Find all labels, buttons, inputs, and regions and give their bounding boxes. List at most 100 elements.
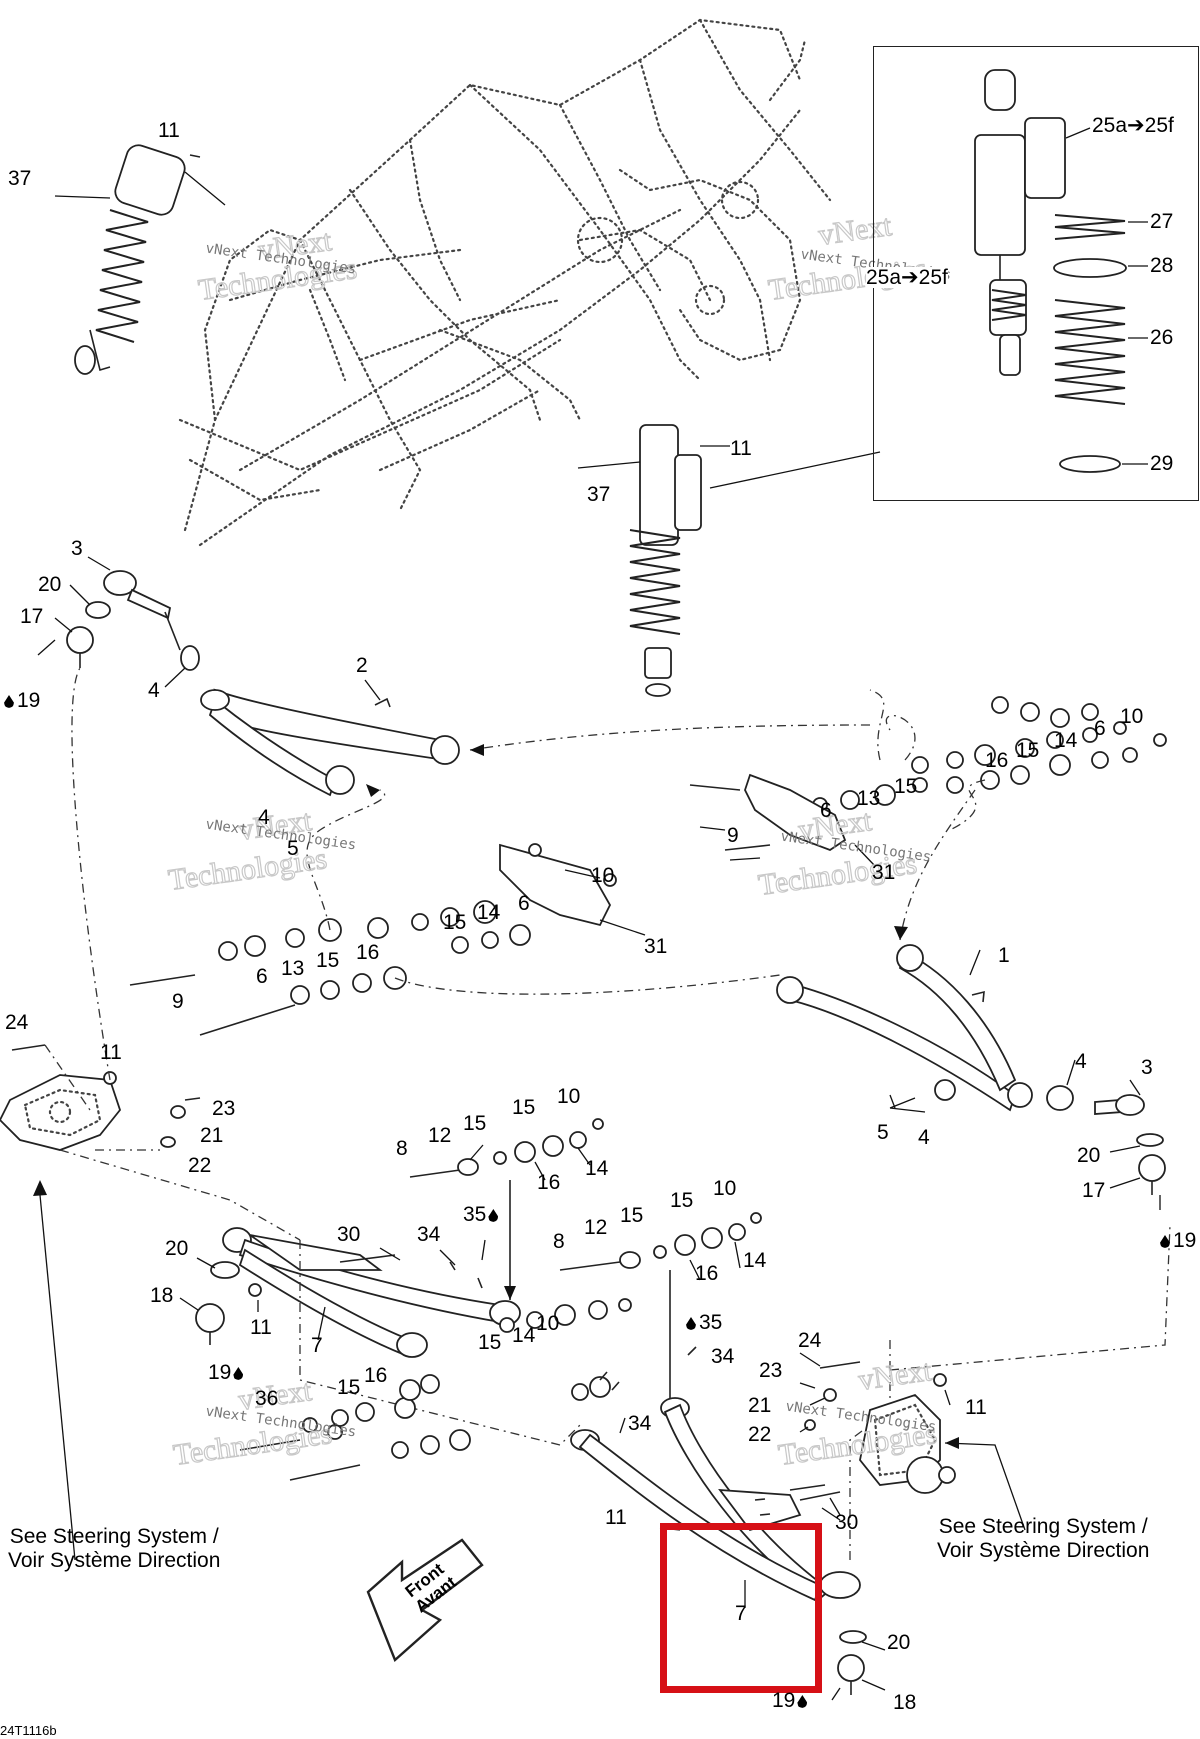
- callout-6: 6: [820, 799, 832, 822]
- callout-11: 11: [965, 1396, 987, 1419]
- callout-22: 22: [188, 1154, 212, 1177]
- callout-11: 11: [605, 1506, 627, 1529]
- callout-22: 22: [748, 1423, 772, 1446]
- callout-12: 12: [428, 1124, 452, 1147]
- callout-14: 14: [743, 1249, 767, 1272]
- callout-14: 14: [512, 1324, 536, 1347]
- callout-16: 16: [695, 1262, 719, 1285]
- front-direction-arrow: [366, 1538, 484, 1663]
- highlight-box-part-7[interactable]: [660, 1523, 822, 1693]
- callout-6: 6: [518, 892, 530, 915]
- steering-knuckle-left: [0, 667, 301, 1561]
- grease-drop-icon: [1160, 1235, 1170, 1248]
- callout-13: 13: [857, 787, 881, 810]
- callout-14: 14: [477, 901, 501, 924]
- figure-code: 24T1116b: [0, 1723, 57, 1738]
- callout-5: 5: [287, 837, 299, 860]
- callout-12: 12: [584, 1216, 608, 1239]
- grease-drop-icon: [488, 1209, 499, 1222]
- callout-14: 14: [585, 1157, 609, 1180]
- callout-27: 27: [1150, 210, 1174, 233]
- callout-11: 11: [100, 1041, 122, 1064]
- callout-36: 36: [255, 1387, 279, 1410]
- callout-7: 7: [311, 1334, 323, 1357]
- callout-26: 26: [1150, 326, 1174, 349]
- callout-16: 16: [537, 1171, 561, 1194]
- callout-4: 4: [258, 806, 270, 829]
- callout-6: 6: [1094, 717, 1106, 740]
- bushing-stack-lower-front: [409, 1118, 762, 1425]
- callout-15: 15: [337, 1376, 361, 1399]
- callout-24: 24: [5, 1011, 29, 1034]
- callout-31: 31: [872, 861, 896, 884]
- callout-37: 37: [587, 483, 611, 506]
- steering-knuckle-right: [789, 1352, 1026, 1531]
- callout-2: 2: [356, 654, 368, 677]
- callout-9: 9: [172, 990, 184, 1013]
- grease-drop-icon: [797, 1695, 808, 1708]
- callout-16: 16: [364, 1364, 388, 1387]
- shock-absorber-center: [577, 424, 881, 697]
- callout-15: 15: [512, 1096, 536, 1119]
- callout-4: 4: [1075, 1050, 1087, 1073]
- callout-34: 34: [417, 1223, 441, 1246]
- callout-30: 30: [835, 1511, 859, 1534]
- callout-8: 8: [553, 1230, 565, 1253]
- callout-18: 18: [893, 1691, 917, 1714]
- callout-23: 23: [212, 1097, 236, 1120]
- callout-11: 11: [730, 437, 752, 460]
- callout-8: 8: [396, 1137, 408, 1160]
- callout-10: 10: [536, 1312, 560, 1335]
- vehicle-frame: [178, 18, 832, 547]
- callout-19: 19: [772, 1690, 810, 1711]
- callout-21: 21: [748, 1394, 772, 1417]
- callout-19: 19: [208, 1362, 246, 1383]
- callout-1: 1: [998, 944, 1010, 967]
- callout-6: 6: [256, 965, 268, 988]
- inset-shock-detail: [974, 69, 1148, 473]
- grease-drop-icon: [686, 1317, 696, 1330]
- callout-10: 10: [713, 1177, 737, 1200]
- bushing-stack-left-upper: [129, 789, 781, 1036]
- callout-10: 10: [591, 864, 615, 887]
- callout-3: 3: [1141, 1056, 1153, 1079]
- callout-35: 35: [686, 1312, 722, 1333]
- bushing-stack-lower-rear: [239, 1298, 632, 1481]
- callout-29: 29: [1150, 452, 1174, 475]
- callout-17: 17: [20, 605, 44, 628]
- callout-31: 31: [644, 935, 668, 958]
- callout-20: 20: [887, 1631, 911, 1654]
- callout-4: 4: [918, 1126, 930, 1149]
- callout-7: 7: [735, 1602, 747, 1625]
- callout-21: 21: [200, 1124, 224, 1147]
- callout-4: 4: [148, 679, 160, 702]
- callout-15: 15: [894, 775, 918, 798]
- upper-a-arm-right: [366, 689, 1167, 1210]
- steering-system-note-right: See Steering System / Voir Système Direc…: [937, 1515, 1150, 1563]
- callout-16: 16: [985, 749, 1009, 772]
- callout-35: 35: [463, 1204, 501, 1225]
- callout-24: 24: [798, 1329, 822, 1352]
- svg-text:Technologies: Technologies: [166, 842, 329, 897]
- steering-system-note-left: See Steering System / Voir Système Direc…: [8, 1525, 221, 1573]
- callout-30: 30: [337, 1223, 361, 1246]
- callout-20: 20: [1077, 1144, 1101, 1167]
- svg-text:vNext: vNext: [856, 1354, 934, 1397]
- callout-28: 28: [1150, 254, 1174, 277]
- callout-11: 11: [158, 119, 180, 142]
- callout-17: 17: [1082, 1179, 1106, 1202]
- upper-a-arm-left: [200, 679, 460, 797]
- callout-20: 20: [38, 573, 62, 596]
- callout-34: 34: [628, 1412, 652, 1435]
- callout-19: 19: [4, 690, 40, 711]
- callout-5: 5: [877, 1121, 889, 1144]
- callout-15: 15: [1016, 739, 1040, 762]
- callout-13: 13: [281, 957, 305, 980]
- callout-10: 10: [1120, 705, 1144, 728]
- lower-a-arm-left: [179, 1180, 581, 1446]
- lower-a-arm-right: [570, 1224, 1171, 1701]
- callout-15: 15: [316, 949, 340, 972]
- callout-10: 10: [557, 1085, 581, 1108]
- upper-ball-joint-left: [37, 556, 200, 688]
- callout-34: 34: [711, 1345, 735, 1368]
